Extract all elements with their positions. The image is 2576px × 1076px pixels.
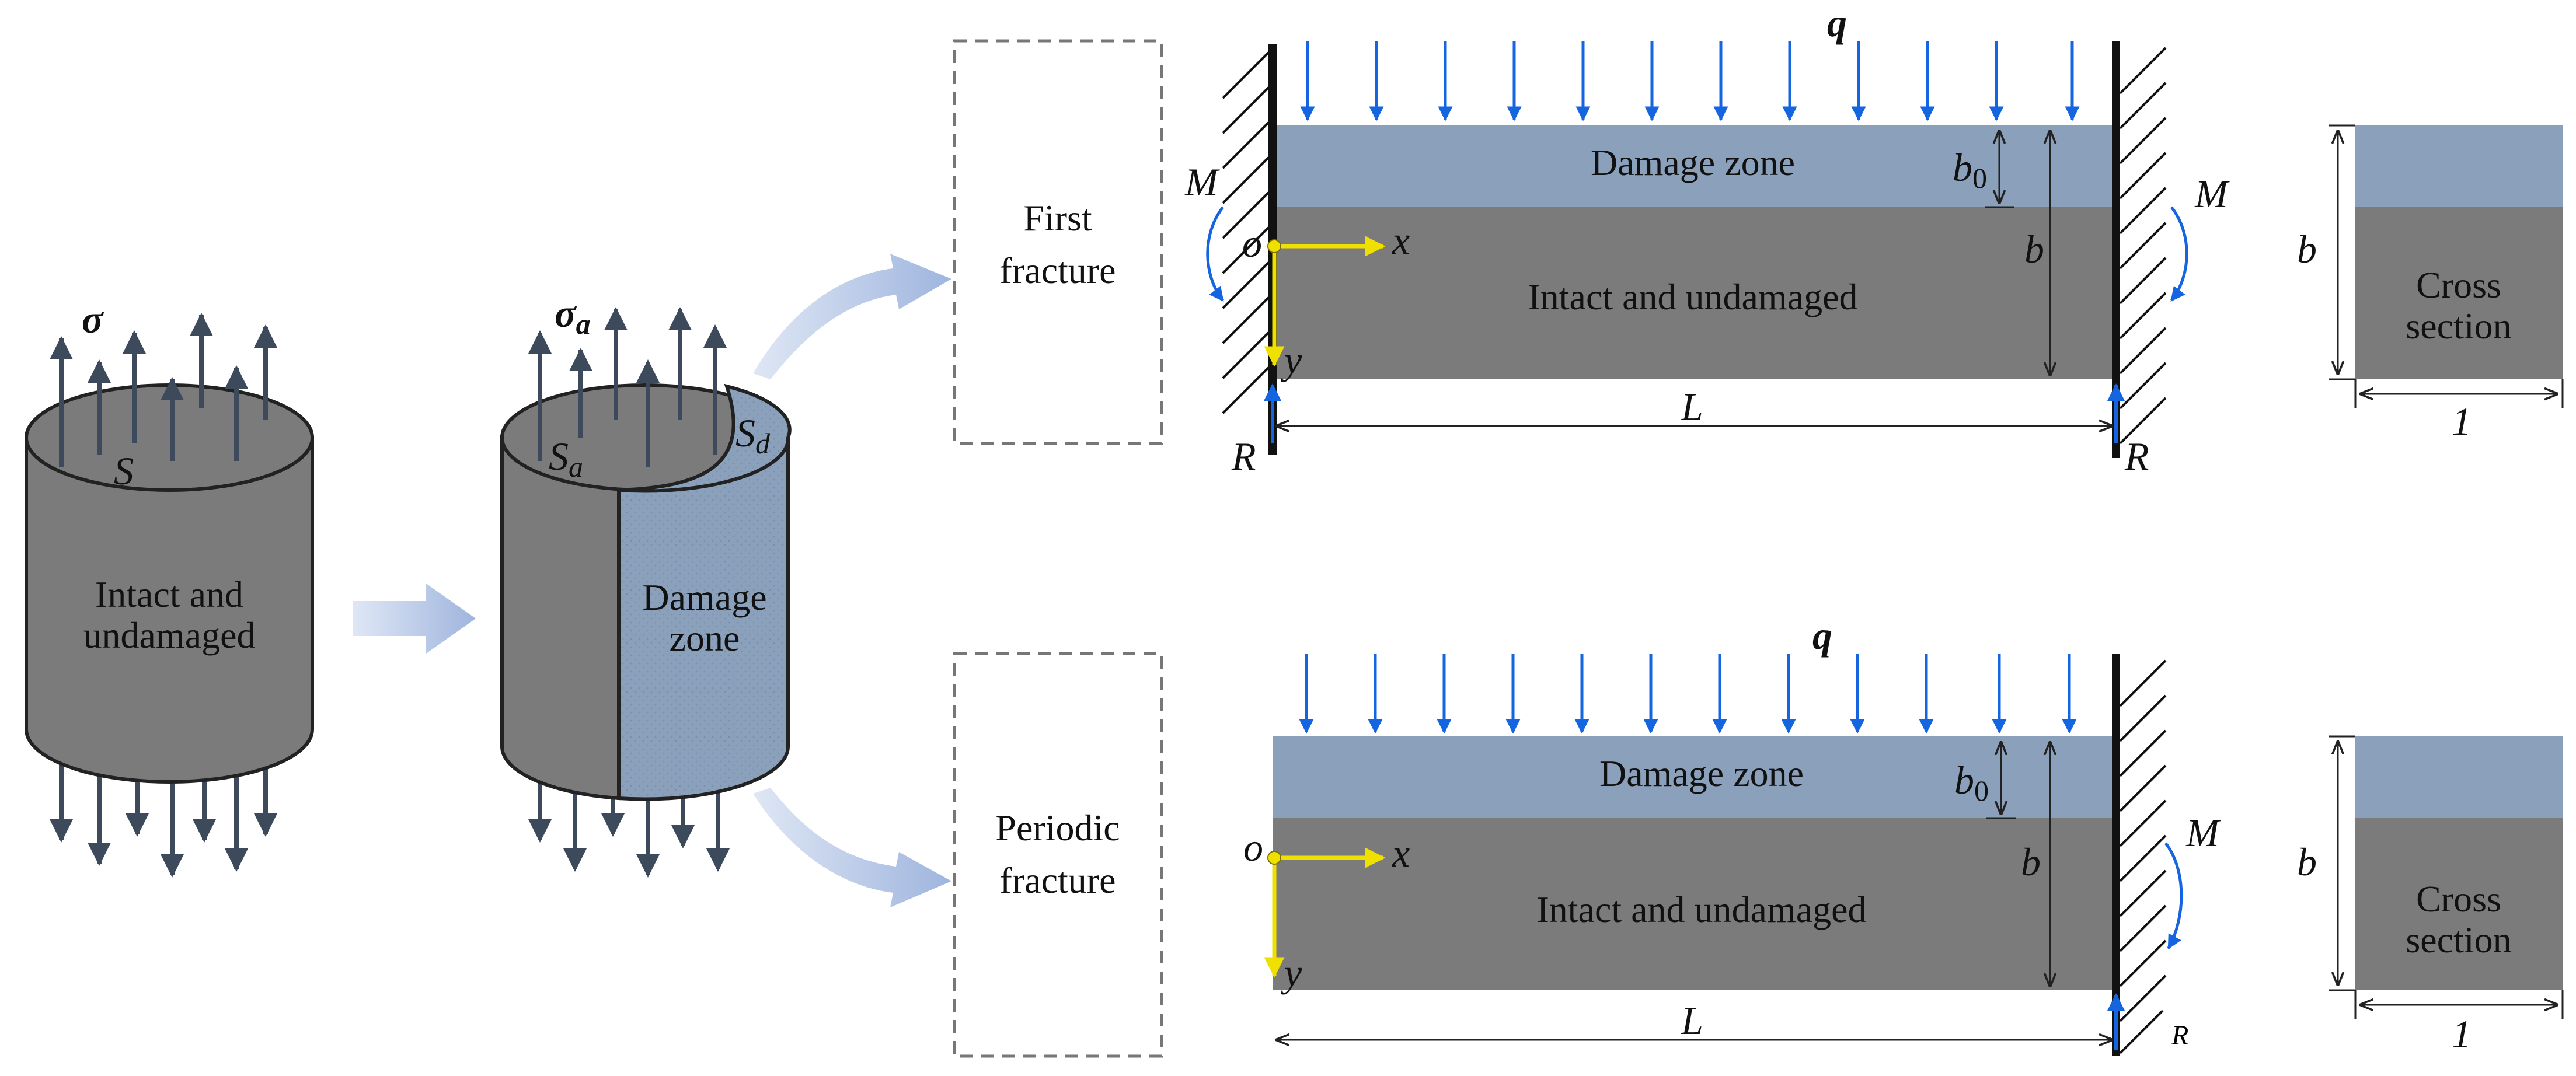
distributed-load-bottom xyxy=(1299,654,2077,734)
svg-text:o: o xyxy=(1242,221,1262,265)
cylinder-intact: σ S Intact and undamaged xyxy=(25,297,314,878)
curved-arrow-down xyxy=(753,788,951,907)
beam-top: Damage zone Intact and undamaged xyxy=(1184,1,2230,478)
sigma-label: σ xyxy=(82,297,104,341)
svg-text:Cross: Cross xyxy=(2416,264,2501,306)
beam-bottom: Damage zone Intact and undamaged xyxy=(1243,613,2221,1056)
cylinder-body xyxy=(25,436,314,784)
stress-arrows-up xyxy=(50,313,277,467)
intact-label-line2: undamaged xyxy=(83,614,256,656)
svg-text:R: R xyxy=(2124,434,2149,478)
svg-text:b0: b0 xyxy=(1954,758,1989,807)
svg-text:y: y xyxy=(1281,951,1302,995)
svg-text:x: x xyxy=(1392,218,1410,263)
transition-arrow xyxy=(353,584,476,654)
svg-text:x: x xyxy=(1392,831,1410,875)
sigma-a-label: σa xyxy=(555,291,591,340)
damage-side xyxy=(617,435,790,801)
svg-text:M: M xyxy=(1184,160,1220,204)
moment-right-arrow-bottom xyxy=(2164,842,2183,950)
svg-text:b: b xyxy=(2024,227,2044,271)
svg-text:b0: b0 xyxy=(1953,145,1987,194)
svg-text:o: o xyxy=(1243,825,1263,869)
svg-text:b: b xyxy=(2021,840,2041,884)
area-label: S xyxy=(114,449,134,493)
cylinder-top xyxy=(25,383,314,492)
curved-arrow-up xyxy=(753,254,951,379)
damage-zone-bottom xyxy=(1273,736,2116,818)
svg-text:M: M xyxy=(2194,172,2230,216)
svg-text:1: 1 xyxy=(2452,399,2472,443)
svg-text:b: b xyxy=(2297,227,2317,271)
svg-text:L: L xyxy=(1681,998,1703,1043)
area-d-label: Sd xyxy=(735,411,771,460)
svg-text:fracture: fracture xyxy=(1000,250,1116,291)
damage-zone-label-1: Damage xyxy=(642,577,766,618)
cross-section-bottom: Cross section b 1 xyxy=(2297,735,2564,1056)
damage-zone-top xyxy=(1273,125,2116,207)
stress-arrows-up-2 xyxy=(528,307,727,467)
svg-text:section: section xyxy=(2406,305,2511,347)
damage-zone-label-2: zone xyxy=(670,617,740,659)
svg-text:Damage zone: Damage zone xyxy=(1599,753,1804,794)
svg-text:fracture: fracture xyxy=(1000,860,1116,901)
svg-text:Damage zone: Damage zone xyxy=(1591,142,1795,183)
svg-text:1: 1 xyxy=(2452,1012,2472,1056)
svg-text:L: L xyxy=(1681,385,1703,429)
svg-text:M: M xyxy=(2185,811,2221,855)
svg-text:b: b xyxy=(2297,840,2317,884)
area-a-label: Sa xyxy=(549,434,583,483)
svg-text:R: R xyxy=(2171,1020,2188,1051)
intact-side xyxy=(500,435,621,801)
load-q-bottom: q xyxy=(1812,613,1832,658)
load-q-top: q xyxy=(1827,1,1847,45)
distributed-load-top xyxy=(1300,41,2080,121)
intact-zone-top xyxy=(1273,207,2116,379)
cylinder-damaged: σa Sa Sd Damage zone xyxy=(500,291,792,878)
periodic-fracture-box: Periodic fracture xyxy=(953,652,1163,1058)
svg-text:Cross: Cross xyxy=(2416,878,2501,920)
svg-text:Periodic: Periodic xyxy=(995,807,1120,848)
first-fracture-box: First fracture xyxy=(953,39,1163,445)
intact-zone-bottom xyxy=(1273,818,2116,990)
moment-right-arrow xyxy=(2170,206,2188,302)
svg-text:First: First xyxy=(1023,197,1092,239)
cross-section-top: Cross section b 1 xyxy=(2297,124,2564,443)
damage-top xyxy=(618,383,792,493)
svg-text:Intact and undamaged: Intact and undamaged xyxy=(1528,276,1857,317)
svg-text:R: R xyxy=(1231,434,1256,478)
intact-label-line1: Intact and xyxy=(95,574,243,615)
svg-text:section: section xyxy=(2406,919,2511,960)
moment-left-arrow xyxy=(1206,206,1224,302)
svg-text:y: y xyxy=(1281,338,1302,382)
svg-text:Intact and undamaged: Intact and undamaged xyxy=(1536,889,1866,930)
